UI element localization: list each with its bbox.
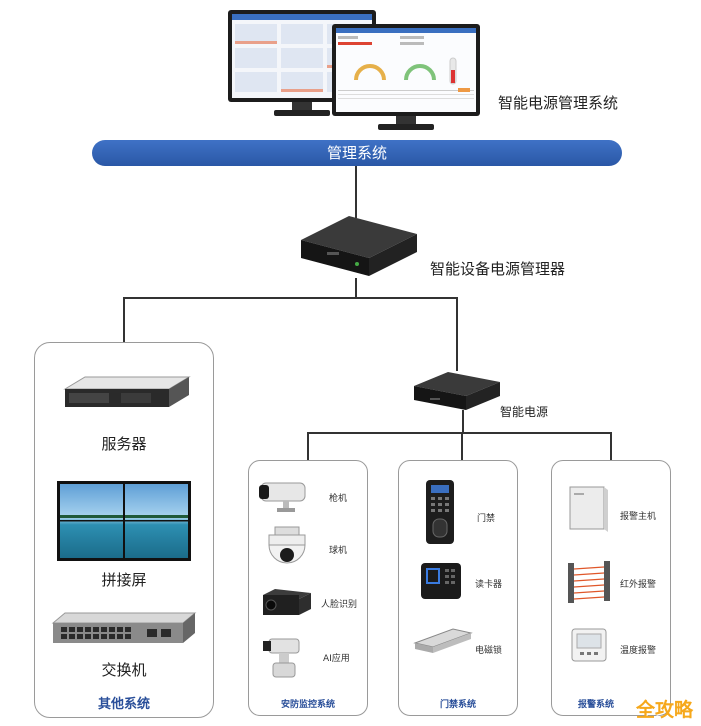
infrared-alarm-icon [566, 559, 612, 609]
smart-power-device [410, 368, 502, 414]
dome-camera-icon [261, 525, 313, 577]
access-card: 门禁 读卡器 电磁锁 门禁系统 [398, 460, 518, 716]
other-systems-title: 其他系统 [97, 697, 150, 712]
list-item-label: 门禁 [477, 514, 496, 524]
connector [461, 432, 463, 462]
list-item-label: 红外报警 [620, 580, 657, 590]
power-controller-device [293, 212, 419, 284]
connector [307, 432, 309, 462]
connector [307, 432, 612, 434]
connector [123, 297, 125, 342]
connector [462, 410, 464, 434]
alarm-title: 报警系统 [577, 700, 614, 710]
list-item-label: 人脸识别 [321, 600, 358, 610]
video-wall-icon [57, 481, 191, 565]
list-item-label: 枪机 [329, 494, 348, 504]
security-title: 安防监控系统 [280, 700, 335, 710]
magnetic-lock-icon [413, 627, 473, 661]
server-icon [61, 373, 191, 433]
ai-camera-icon [259, 633, 315, 685]
connector [355, 278, 357, 298]
list-item-label: 交换机 [101, 661, 147, 679]
list-item-label: 温度报警 [620, 646, 657, 656]
list-item-label: 球机 [329, 546, 348, 556]
list-item-label: 报警主机 [620, 512, 657, 522]
list-item-label: 服务器 [101, 435, 147, 453]
list-item-label: 读卡器 [475, 580, 503, 590]
list-item-label: 拼接屏 [101, 571, 147, 589]
monitor-right [330, 22, 482, 134]
management-system-bar: 管理系统 [92, 140, 622, 166]
power-management-system-label: 智能电源管理系统 [498, 94, 619, 112]
temperature-alarm-icon [570, 627, 608, 667]
list-item-label: AI应用 [323, 654, 350, 664]
security-card: 枪机 球机 人脸识别 AI应用 安防监控系统 [248, 460, 368, 716]
other-systems-card: 服务器 拼接屏 [34, 342, 214, 718]
connector [610, 432, 612, 462]
connector [355, 166, 357, 218]
list-item-label: 电磁锁 [475, 646, 503, 656]
power-controller-label: 智能设备电源管理器 [430, 260, 566, 278]
smart-power-label: 智能电源 [500, 405, 549, 419]
alarm-card: 报警主机 红外报警 温度报警 报警系统 [551, 460, 671, 716]
alarm-host-icon [568, 485, 608, 537]
face-recognition-camera-icon [257, 585, 315, 625]
access-control-panel-icon [425, 479, 455, 549]
connector [456, 297, 458, 371]
card-reader-icon [419, 561, 463, 605]
connector [123, 297, 458, 299]
access-title: 门禁系统 [439, 700, 476, 710]
bullet-camera-icon [257, 475, 313, 519]
switch-icon [51, 611, 197, 655]
watermark: 全攻略 [635, 699, 693, 721]
